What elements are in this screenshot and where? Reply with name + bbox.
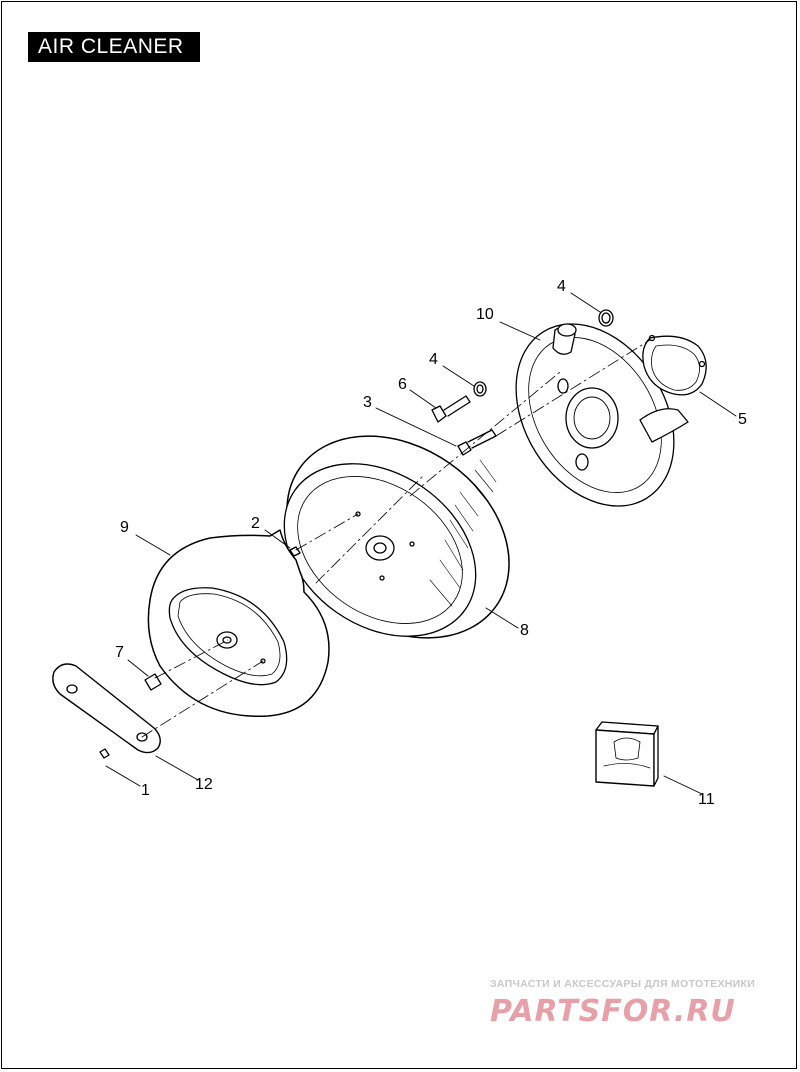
- callout-1: 1: [141, 782, 150, 799]
- callout-4-lower: 4: [429, 351, 438, 368]
- gasket-part-5: [642, 334, 707, 396]
- kit-box-part-11: [595, 721, 659, 787]
- callout-8: 8: [520, 622, 529, 639]
- alignment-lines: [141, 339, 651, 738]
- callout-4-upper: 4: [557, 278, 566, 295]
- callout-2: 2: [251, 515, 260, 532]
- filter-element-part-8: [283, 435, 510, 639]
- callout-3: 3: [363, 394, 372, 411]
- hardware-items: [99, 309, 614, 759]
- callout-7: 7: [115, 644, 124, 661]
- watermark-tagline: ЗАПЧАСТИ И АКСЕССУАРЫ ДЛЯ МОТОТЕХНИКИ: [490, 978, 756, 990]
- trim-plate-part-12: [52, 663, 161, 754]
- leader-lines: [105, 292, 737, 795]
- callout-6: 6: [398, 376, 407, 393]
- diagram-title: AIR CLEANER: [28, 32, 200, 62]
- callout-12: 12: [195, 776, 213, 793]
- callout-5: 5: [738, 411, 747, 428]
- callout-10: 10: [476, 306, 494, 323]
- cover-part-9: [147, 529, 330, 718]
- callout-11: 11: [698, 791, 715, 808]
- backplate-part-10: [515, 323, 689, 507]
- callout-9: 9: [120, 519, 129, 536]
